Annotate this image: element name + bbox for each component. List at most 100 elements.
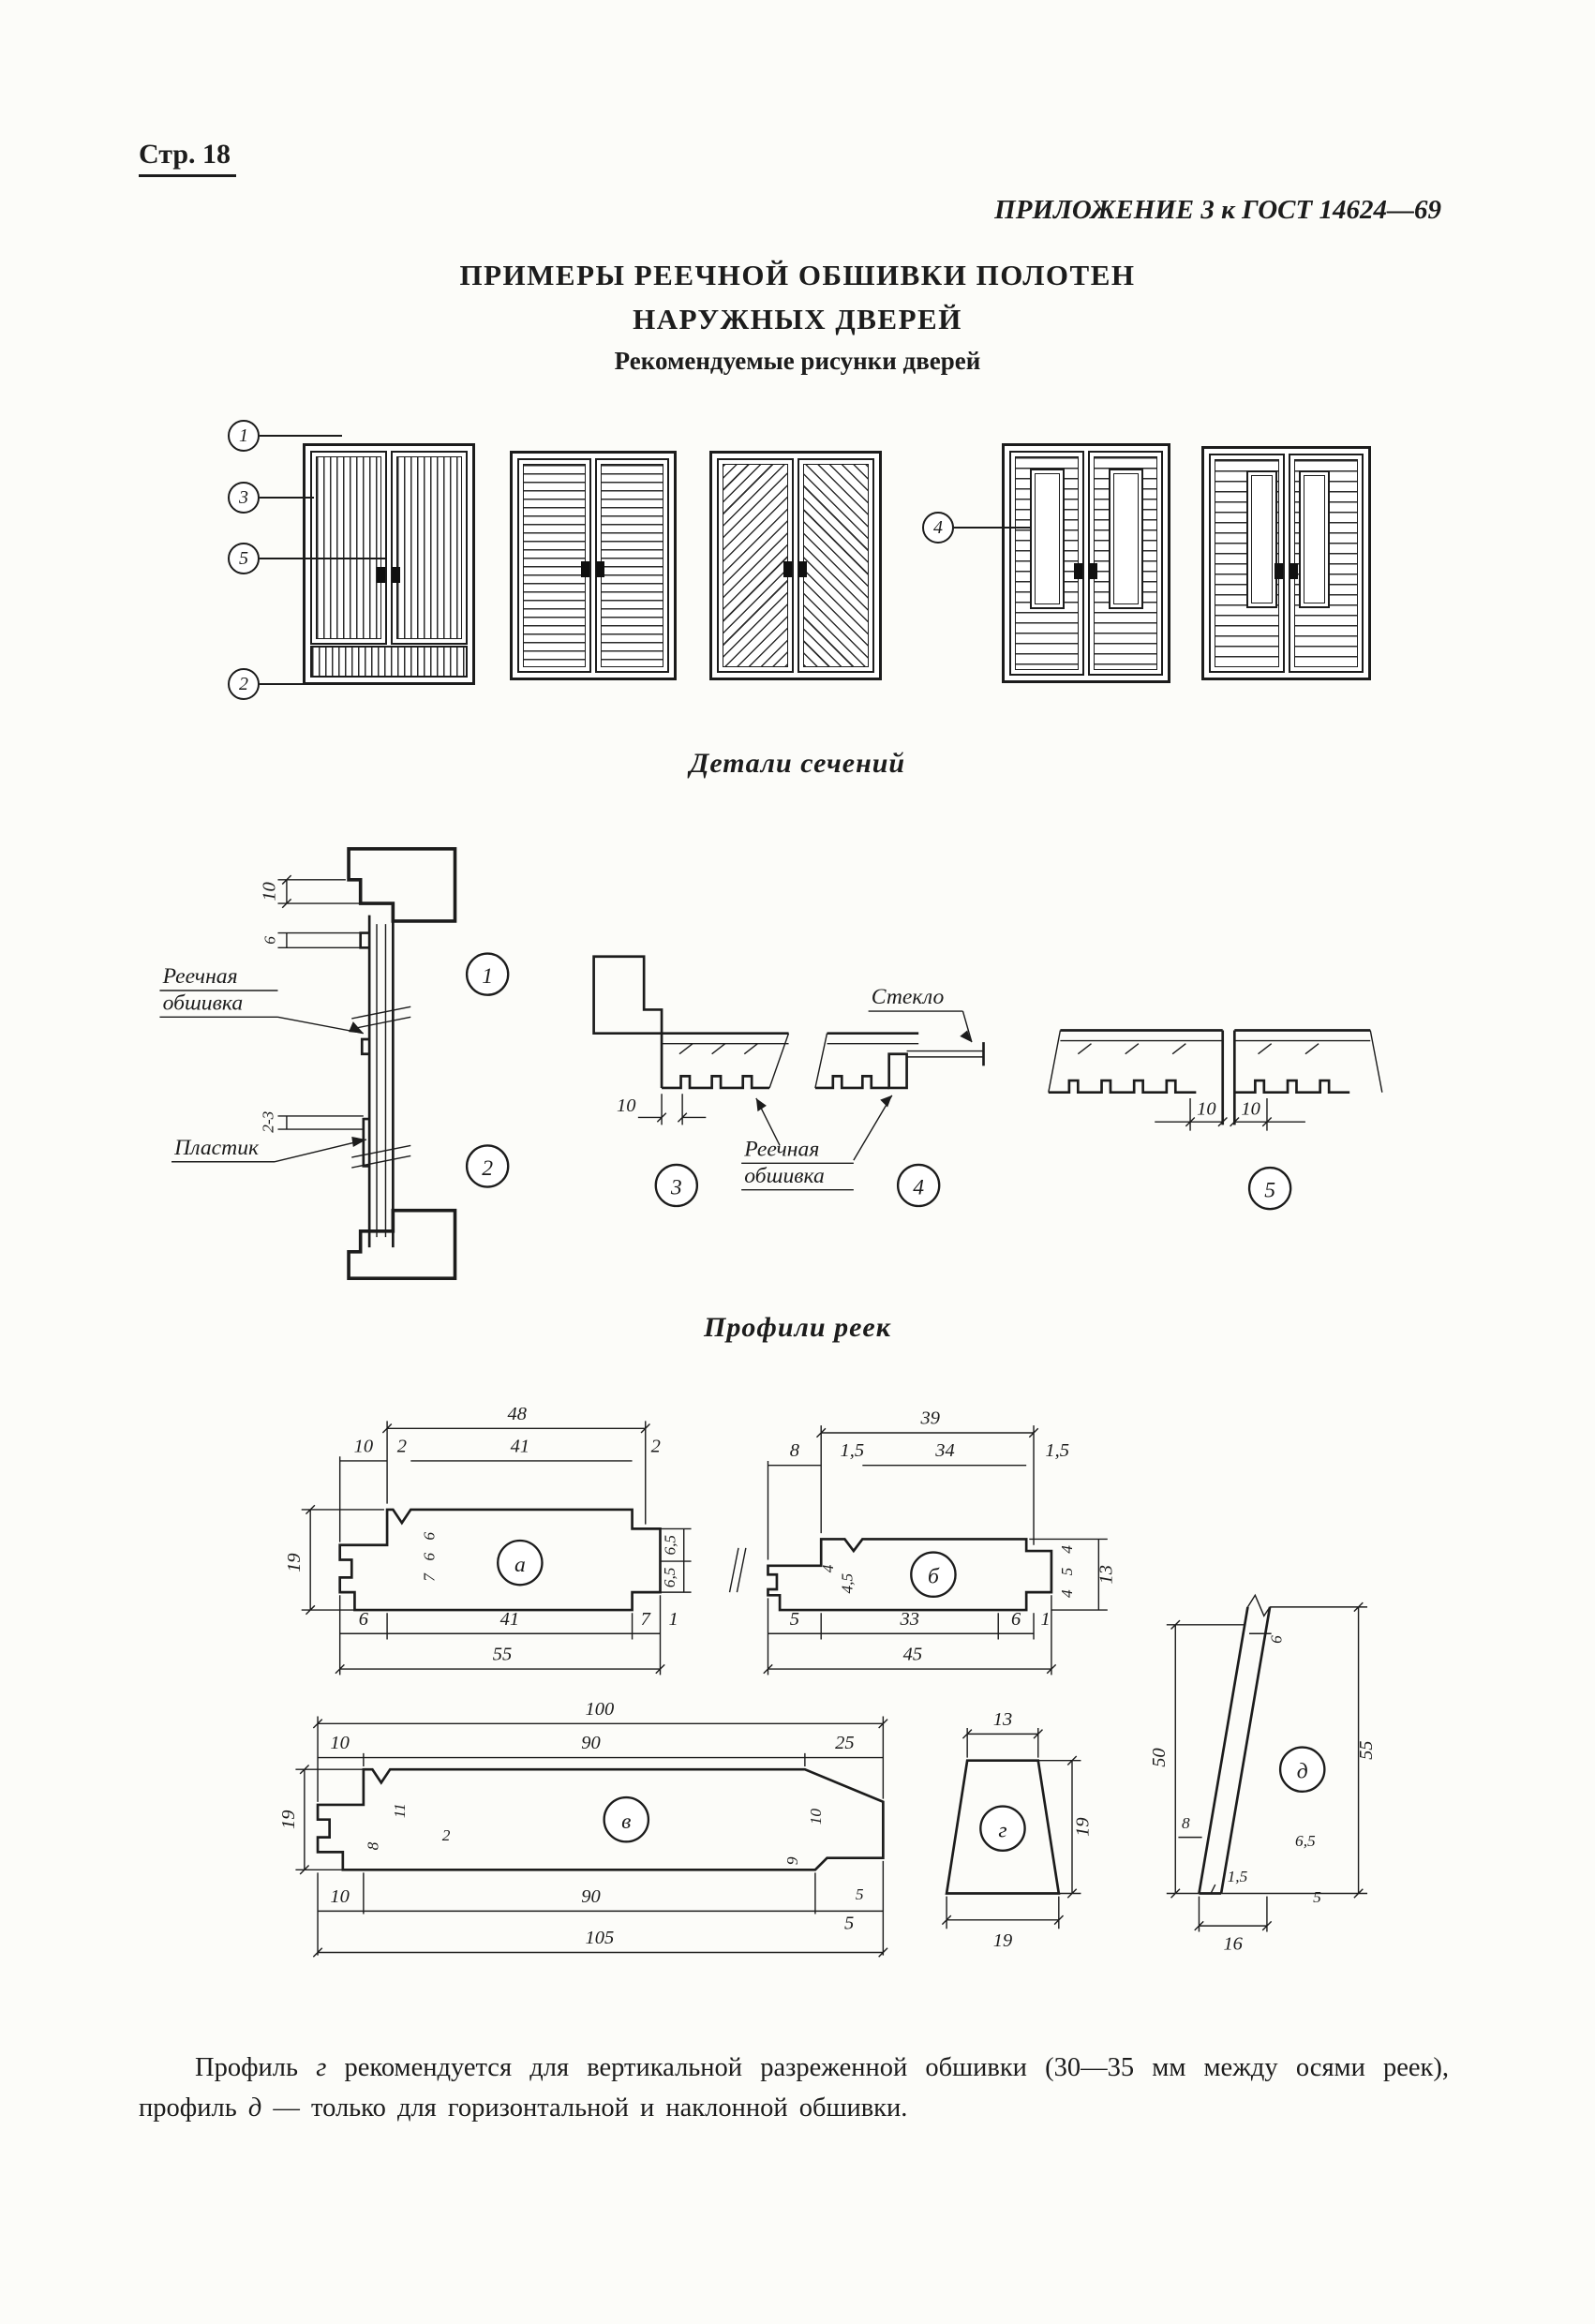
dim-label: 45	[903, 1645, 922, 1665]
page-subtitle: Рекомендуемые рисунки дверей	[614, 347, 981, 375]
dim-label: 10	[330, 1886, 349, 1907]
profile-g-drawing: 13 19 19 г	[941, 1709, 1093, 1951]
door-handle	[1289, 563, 1298, 579]
door-drawing-horizontal-slats	[510, 451, 677, 680]
door-handle	[377, 566, 385, 583]
dim-label: 5	[1313, 1888, 1321, 1906]
section-ref-2: 2	[482, 1156, 493, 1181]
dim-label: 13	[993, 1709, 1012, 1730]
dim-label: 19	[993, 1930, 1012, 1951]
door-drawing-mixed-panels	[1002, 443, 1170, 683]
door-handle	[392, 566, 400, 583]
door-leaf	[1288, 454, 1364, 673]
footnote-text: — только для горизонтальной и наклонной …	[273, 2093, 908, 2123]
section-ref-4: 4	[913, 1175, 924, 1199]
callout-1-leader	[260, 435, 342, 437]
door-leaf	[1009, 451, 1084, 676]
slat-cladding-label: Реечная	[743, 1137, 819, 1161]
dim-label: 8	[790, 1440, 799, 1461]
profile-a-drawing: 48 10 2 41 2 19 6 6 7 6,5 6,5 6 41 7 1 5…	[284, 1404, 692, 1676]
dim-label: 10	[354, 1436, 373, 1456]
detail-4-drawing: Стекло Реечная обшивка 4	[741, 985, 985, 1208]
door-leaf	[1088, 451, 1163, 676]
detail-5-drawing: 10 10 5	[1048, 1029, 1383, 1211]
dim-label: 6,5	[661, 1535, 678, 1556]
dim-label: 4	[1058, 1589, 1076, 1598]
dim-label: 19	[1072, 1817, 1093, 1836]
door-leaf	[310, 451, 387, 645]
dim-label: 5	[856, 1885, 864, 1903]
dim-label: 7	[641, 1609, 651, 1630]
vertical-board-panel	[1108, 468, 1144, 609]
dim-label: 19	[278, 1810, 299, 1828]
door-leaves	[1209, 454, 1364, 673]
profile-b-drawing: 39 8 1,5 34 1,5 4 4,5 4 5 4 13 5 33 6 1 …	[728, 1408, 1117, 1676]
dim-label: 2-3	[260, 1110, 277, 1132]
glass-label: Стекло	[872, 985, 945, 1009]
footnote-paragraph: Профиль г рекомендуется для вертикальной…	[139, 2048, 1449, 2129]
dim-label: 25	[835, 1733, 854, 1753]
dim-label: 55	[1356, 1740, 1377, 1759]
dim-label: 9	[783, 1856, 801, 1865]
callout-1: 1	[228, 420, 260, 452]
slat-hatch	[803, 464, 869, 667]
dim-label: 10	[330, 1733, 349, 1753]
door-drawing-mixed-panels-2	[1201, 446, 1371, 680]
panel-inner-line	[1034, 472, 1061, 604]
door-handle	[581, 560, 589, 577]
callout-5: 5	[228, 543, 260, 574]
slat-hatch	[601, 464, 663, 667]
dim-label: 1,5	[1045, 1440, 1069, 1461]
dim-label: 1,5	[1228, 1868, 1248, 1885]
dim-label: 2	[651, 1436, 661, 1456]
callout-2-leader	[260, 683, 316, 685]
callout-5-label: 5	[239, 547, 248, 569]
dim-label: 41	[511, 1436, 529, 1456]
slat-cladding-label: Реечная	[162, 964, 238, 989]
door-handle	[783, 560, 792, 577]
door-handle	[1074, 563, 1082, 579]
profile-b-ref: б	[928, 1565, 940, 1589]
section-ref-1: 1	[482, 964, 493, 989]
page-title-line1: ПРИМЕРЫ РЕЕЧНОЙ ОБШИВКИ ПОЛОТЕН	[459, 259, 1136, 291]
detail-1-2-drawing: 10 6 2-3 Реечная обшивка Пластик 1 2	[159, 846, 510, 1281]
dim-label: 2	[442, 1826, 451, 1844]
profile-g-italic: г	[316, 2053, 327, 2082]
profile-a-ref: а	[514, 1553, 526, 1577]
door-leaf	[717, 458, 794, 673]
callout-2: 2	[228, 668, 260, 700]
profile-g-ref: г	[998, 1819, 1006, 1843]
callout-2-label: 2	[239, 673, 248, 694]
dim-label: 6	[1011, 1609, 1021, 1630]
dim-label: 4,5	[838, 1573, 856, 1594]
dim-label: 19	[284, 1553, 305, 1572]
dim-label: 10	[259, 882, 279, 901]
dim-label: 5	[844, 1913, 854, 1933]
profiles-drawing: 48 10 2 41 2 19 6 6 7 6,5 6,5 6 41 7 1 5…	[278, 1404, 1377, 1958]
page-title-line2: НАРУЖНЫХ ДВЕРЕЙ	[633, 303, 962, 335]
dim-label: 8	[1182, 1814, 1190, 1832]
slat-hatch	[396, 456, 462, 639]
door-leaves	[310, 451, 468, 645]
dim-label: 10	[1241, 1098, 1260, 1119]
dim-label: 6	[1268, 1635, 1286, 1644]
vertical-board-panel	[1029, 468, 1066, 609]
dim-label: 33	[899, 1609, 918, 1630]
dim-label: 5	[1058, 1567, 1076, 1575]
detail-3-drawing: 10 3	[592, 955, 790, 1208]
footnote-text: рекомендуется для вертикальной разреженн…	[139, 2053, 1450, 2123]
slat-hatch	[316, 456, 381, 639]
dim-label: 100	[586, 1699, 615, 1720]
callout-3-label: 3	[239, 486, 248, 508]
dim-label: 5	[790, 1609, 799, 1630]
callout-5-leader	[260, 558, 385, 559]
callout-1-label: 1	[239, 425, 248, 446]
door-handle	[798, 560, 807, 577]
dim-label: 90	[581, 1733, 600, 1753]
slat-hatch	[523, 464, 586, 667]
appendix-reference: ПРИЛОЖЕНИЕ 3 к ГОСТ 14624—69	[994, 195, 1441, 225]
slat-cladding-label: обшивка	[744, 1164, 825, 1188]
dim-label: 6	[420, 1532, 438, 1541]
dim-label: 105	[586, 1928, 615, 1948]
section-ref-5: 5	[1264, 1179, 1275, 1203]
